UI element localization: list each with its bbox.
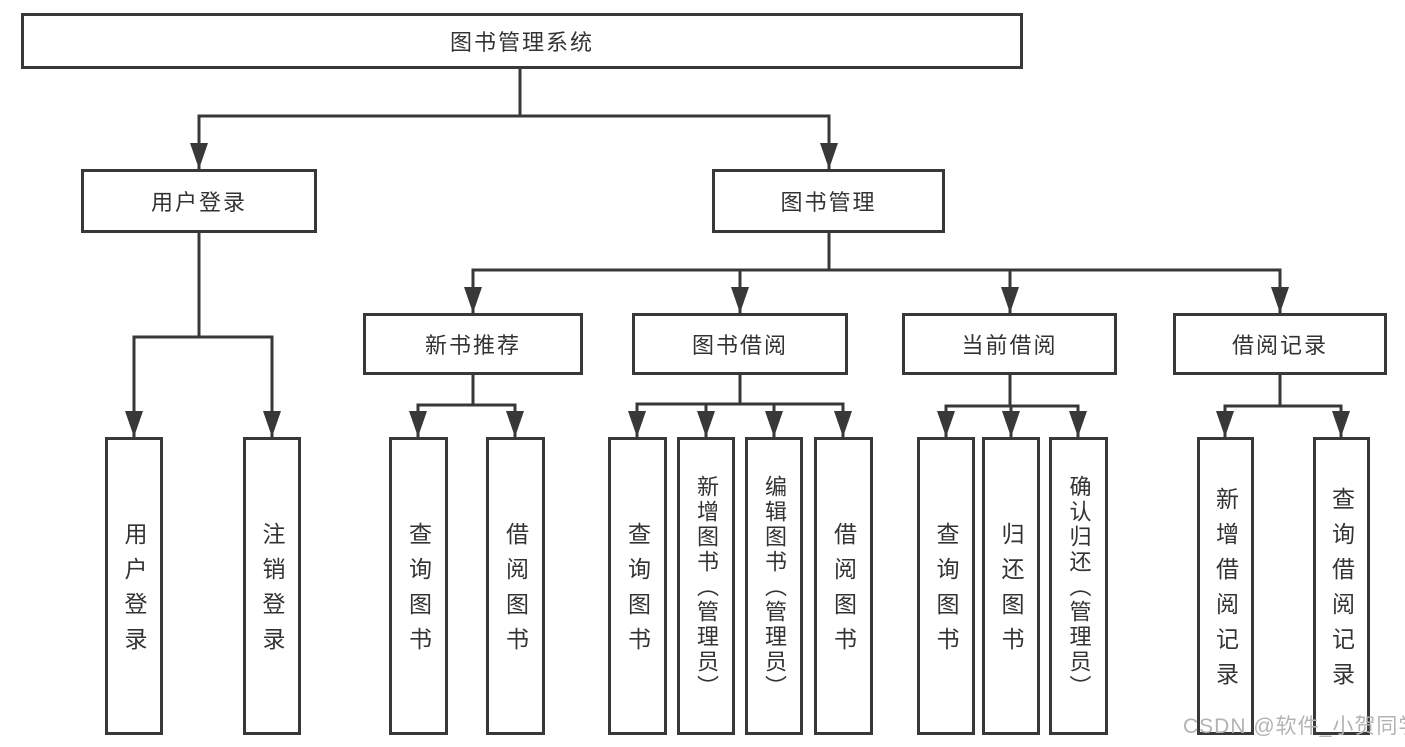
node-user-login: 用户登录: [81, 169, 317, 233]
leaf-cb-return-books-label: 归还图书: [998, 522, 1024, 662]
leaf-nb-query-books: 查询图书: [389, 437, 448, 735]
leaf-user-login-label: 用户登录: [121, 522, 147, 662]
node-book-borrowing: 图书借阅: [632, 313, 848, 375]
node-current-borrowing-label: 当前借阅: [961, 333, 1058, 358]
leaf-cb-return-books: 归还图书: [982, 437, 1040, 735]
leaf-logout: 注销登录: [243, 437, 301, 735]
node-book-borrowing-label: 图书借阅: [691, 333, 788, 358]
node-book-management-label: 图书管理: [780, 190, 877, 215]
leaf-bb-borrow-books: 借阅图书: [814, 437, 873, 735]
node-user-login-label: 用户登录: [150, 190, 247, 215]
leaf-bb-query-books-label: 查询图书: [624, 522, 651, 662]
node-book-management: 图书管理: [712, 169, 945, 233]
leaf-cb-confirm-return-admin-label: 确认归还（管理员）: [1066, 475, 1092, 700]
node-new-book-recommend: 新书推荐: [363, 313, 583, 375]
leaf-br-add-record-label: 新增借阅记录: [1212, 487, 1239, 697]
leaf-bb-edit-books-admin: 编辑图书（管理员）: [745, 437, 803, 735]
node-new-book-recommend-label: 新书推荐: [424, 333, 521, 358]
leaf-bb-edit-books-admin-label: 编辑图书（管理员）: [762, 475, 787, 700]
leaf-bb-query-books: 查询图书: [608, 437, 667, 735]
node-current-borrowing: 当前借阅: [902, 313, 1117, 375]
node-borrowing-records: 借阅记录: [1173, 313, 1387, 375]
leaf-logout-label: 注销登录: [259, 522, 285, 662]
leaf-bb-add-books-admin: 新增图书（管理员）: [677, 437, 735, 735]
leaf-nb-borrow-books-label: 借阅图书: [502, 522, 529, 662]
leaf-cb-query-books-label: 查询图书: [933, 522, 959, 662]
leaf-bb-borrow-books-label: 借阅图书: [830, 522, 857, 662]
leaf-bb-add-books-admin-label: 新增图书（管理员）: [694, 475, 719, 700]
leaf-nb-query-books-label: 查询图书: [405, 522, 432, 662]
node-borrowing-records-label: 借阅记录: [1231, 333, 1328, 358]
leaf-cb-query-books: 查询图书: [917, 437, 975, 735]
leaf-user-login: 用户登录: [105, 437, 163, 735]
leaf-br-query-record: 查询借阅记录: [1313, 437, 1370, 735]
node-root-label: 图书管理系统: [449, 30, 594, 55]
leaf-cb-confirm-return-admin: 确认归还（管理员）: [1049, 437, 1108, 735]
watermark: CSDN @软件_小贺同学: [1183, 715, 1405, 738]
leaf-br-add-record: 新增借阅记录: [1197, 437, 1254, 735]
leaf-nb-borrow-books: 借阅图书: [486, 437, 545, 735]
leaf-br-query-record-label: 查询借阅记录: [1328, 487, 1355, 697]
node-root: 图书管理系统: [21, 13, 1023, 69]
